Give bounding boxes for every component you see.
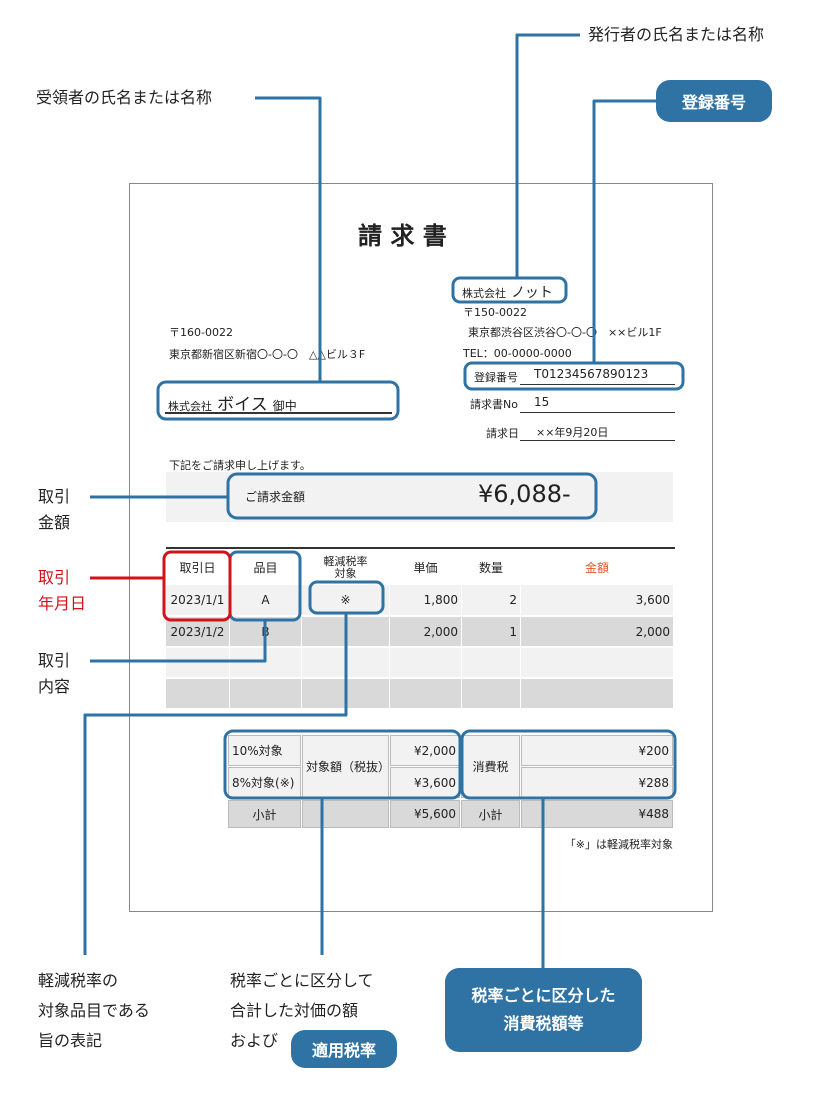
date-callout: 取引年月日 <box>38 568 87 613</box>
amount-callout: 取引金額 <box>38 487 71 532</box>
summary-cell: ¥2,000 <box>390 735 460 766</box>
issuer-callout: 発行者の氏名または名称 <box>588 25 765 44</box>
summary-cell: ¥288 <box>521 767 673 798</box>
issuer-zip: 〒150-0022 <box>463 306 527 319</box>
applied-rate-callout: 適用税率 <box>291 1030 397 1068</box>
summary-cell: ¥5,600 <box>390 800 460 828</box>
table-cell: A <box>230 585 301 615</box>
invoice-paper <box>129 183 713 912</box>
column-header: 軽減税率 対象 <box>323 555 368 580</box>
table-cell <box>390 648 461 677</box>
total-by-rate-callout: 税率ごとに区分して合計した対価の額および <box>230 971 374 1050</box>
reduced-rate-callout: 軽減税率の対象品目である旨の表記 <box>38 971 150 1050</box>
table-cell: 2023/1/2 <box>166 617 229 646</box>
table-cell: 1 <box>462 617 520 646</box>
summary-cell: 10%対象 <box>228 735 301 766</box>
summary-cell: 小計 <box>228 800 301 828</box>
date-value: ××年9月20日 <box>536 426 609 439</box>
registration-callout: 登録番号 <box>656 80 772 122</box>
summary-cell: 8%対象(※) <box>228 767 301 798</box>
summary-cell: ¥200 <box>521 735 673 766</box>
reg-label: 登録番号 <box>474 371 518 384</box>
table-cell: 1,800 <box>390 585 461 615</box>
summary-cell: ¥488 <box>521 800 673 828</box>
intro-text: 下記をご請求申し上げます。 <box>169 459 311 472</box>
total-value: ¥6,088- <box>478 480 571 508</box>
issuer-address: 東京都渋谷区渋谷〇-〇-〇 ××ビル1F <box>468 326 662 339</box>
column-header: 単価 <box>413 561 438 575</box>
recipient-address: 東京都新宿区新宿〇-〇-〇 △△ビル３F <box>169 348 366 361</box>
summary-cell <box>302 800 389 828</box>
table-cell: 3,600 <box>521 585 673 615</box>
issuer-tel: TEL：00-0000-0000 <box>463 347 572 360</box>
table-cell <box>462 648 520 677</box>
column-header: 取引日 <box>179 561 216 575</box>
recipient-name: 株式会社 ボイス 御中 <box>168 395 297 415</box>
column-header: 品目 <box>253 561 278 575</box>
total-label: ご請求金額 <box>245 490 306 504</box>
issuer-name: 株式会社 ノット <box>462 285 553 301</box>
table-cell: 2,000 <box>521 617 673 646</box>
table-cell <box>230 679 301 708</box>
recipient-callout: 受領者の氏名または名称 <box>36 88 213 107</box>
date-label: 請求日 <box>486 427 519 440</box>
tax-by-rate-callout: 税率ごとに区分した消費税額等 <box>445 968 642 1052</box>
recipient-zip: 〒160-0022 <box>169 326 233 339</box>
table-cell <box>166 679 229 708</box>
table-cell <box>521 679 673 708</box>
summary-cell: 小計 <box>461 800 520 828</box>
no-value: 15 <box>534 395 550 409</box>
table-cell: 2023/1/1 <box>166 585 229 615</box>
reg-value: T01234567890123 <box>534 367 649 381</box>
invoice-title: 請 求 書 <box>358 222 447 250</box>
table-cell: ※ <box>302 585 389 615</box>
table-cell: 2 <box>462 585 520 615</box>
no-label: 請求書No <box>470 398 518 411</box>
table-cell <box>390 679 461 708</box>
content-callout: 取引内容 <box>38 651 71 696</box>
table-cell <box>462 679 520 708</box>
footnote: 「※」は軽減税率対象 <box>564 838 673 851</box>
table-cell: 2,000 <box>390 617 461 646</box>
table-cell <box>521 648 673 677</box>
column-header: 数量 <box>478 561 503 575</box>
column-header: 金額 <box>584 561 609 575</box>
